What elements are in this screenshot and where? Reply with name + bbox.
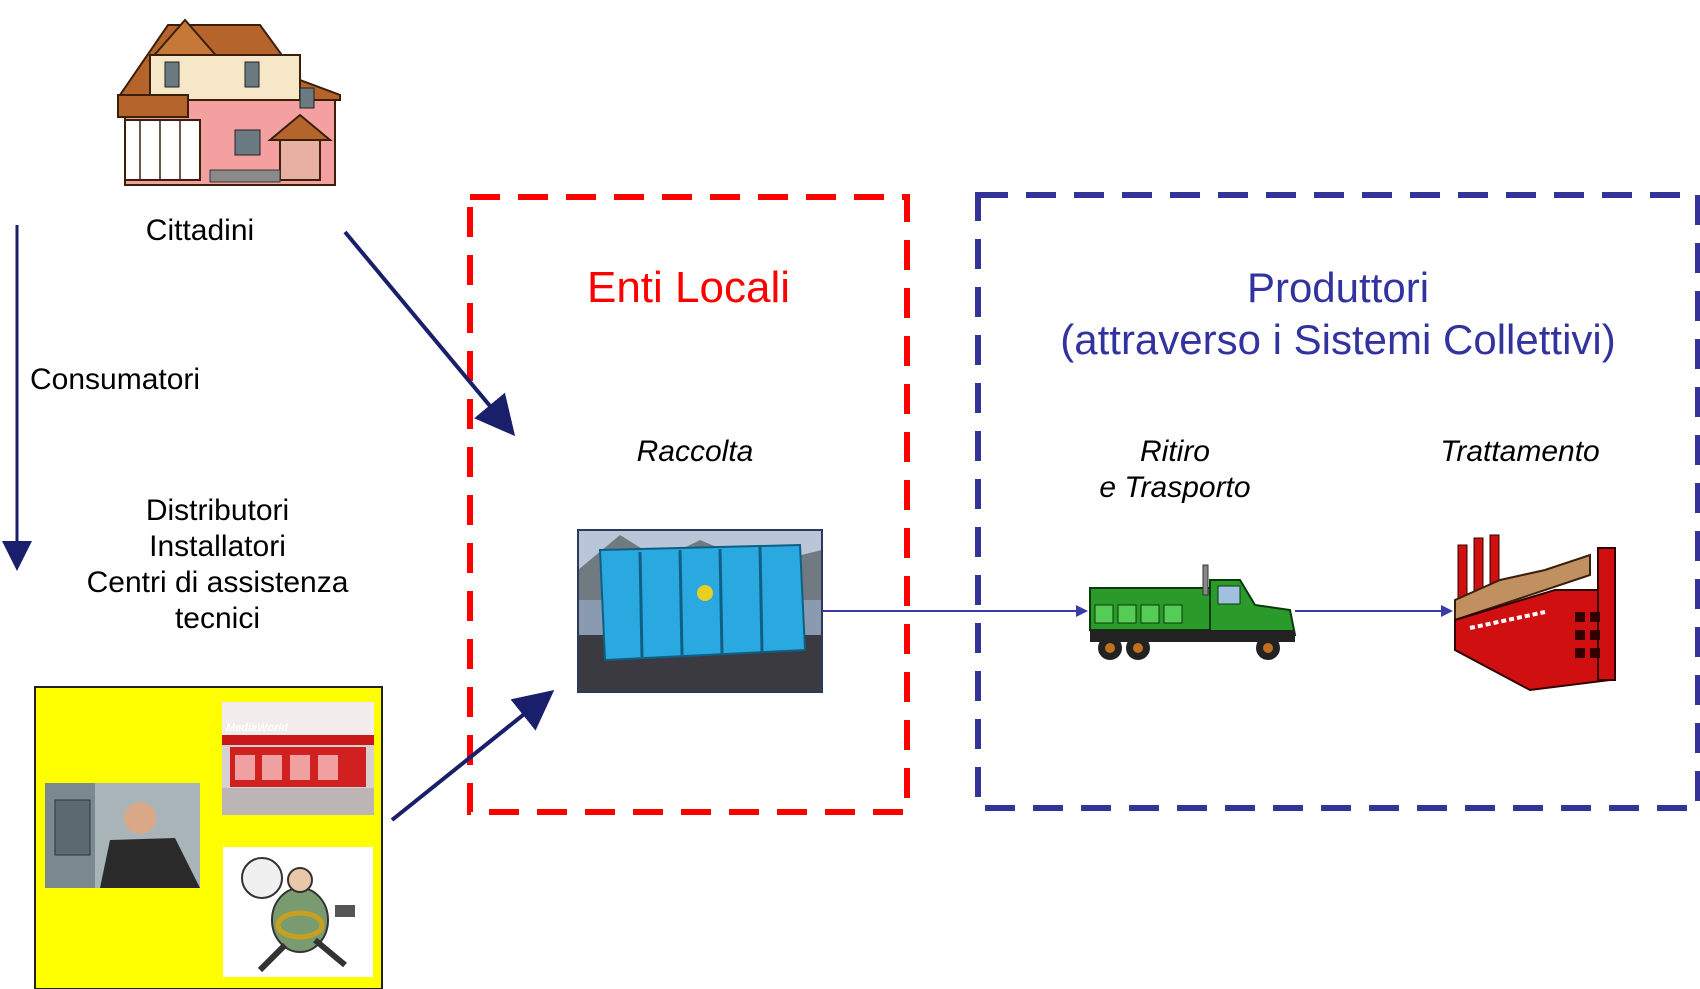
container-image <box>577 529 823 693</box>
produttori-title-line2: (attraverso i Sistemi Collettivi) <box>1060 316 1616 363</box>
cittadini-to-raccolta-arrow <box>343 230 516 437</box>
produttori-title-line1: Produttori <box>1246 264 1430 311</box>
technician-image <box>45 783 200 888</box>
centri-assistenza-label: Centri di assistenza <box>86 566 349 599</box>
trasporto-label: e Trasporto <box>1099 471 1251 504</box>
distributori-label: Distributori <box>145 494 290 527</box>
raccolta-label: Raccolta <box>636 435 754 468</box>
distributori-labels: Distributori Installatori Centri di assi… <box>40 493 395 637</box>
cittadini-label: Cittadini <box>145 214 255 247</box>
truck-icon <box>1089 564 1297 660</box>
consumatori-label: Consumatori <box>30 363 201 396</box>
ritiro-trasporto-label: Ritiro e Trasporto <box>1060 434 1290 506</box>
produttori-box <box>975 192 1700 811</box>
tecnici-label: tecnici <box>174 602 261 635</box>
produttori-title: Produttori (attraverso i Sistemi Collett… <box>978 262 1698 366</box>
ritiro-label: Ritiro <box>1139 435 1210 468</box>
trattamento-label: Trattamento <box>1440 435 1600 468</box>
house-icon <box>117 18 341 186</box>
store-sign: MediaWorld <box>226 722 289 734</box>
installatori-label: Installatori <box>149 530 286 563</box>
enti-locali-title: Enti Locali <box>586 263 790 312</box>
store-image <box>222 702 374 815</box>
enti-locali-box <box>467 194 910 815</box>
factory-icon <box>1454 534 1616 692</box>
cartoon-image <box>223 847 373 977</box>
distributori-to-raccolta-arrow <box>390 689 555 822</box>
